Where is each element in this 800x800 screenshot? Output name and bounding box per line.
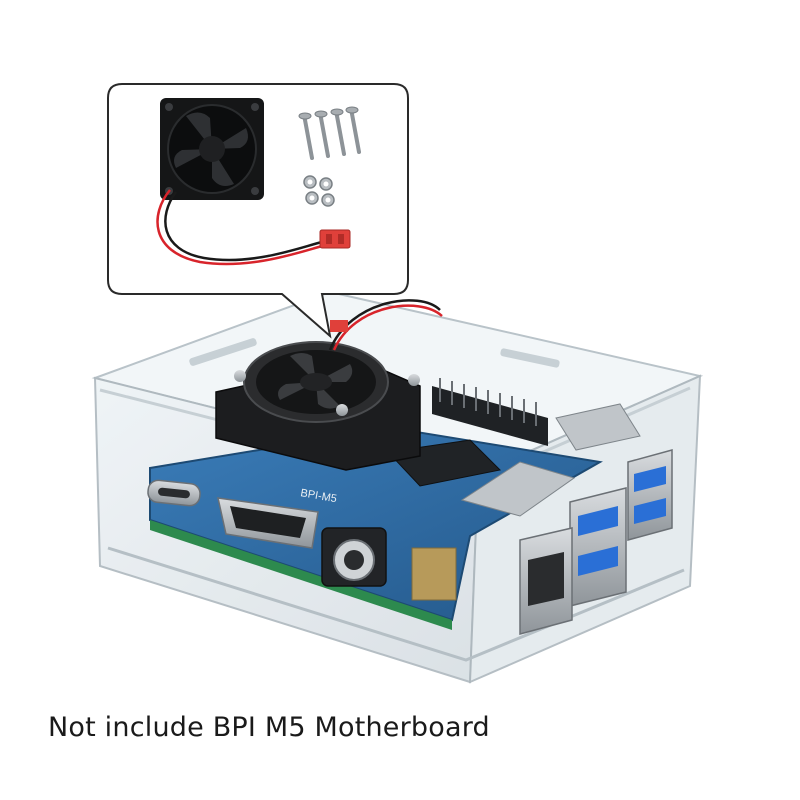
usb-c-port bbox=[147, 479, 201, 507]
jst-connector bbox=[319, 229, 351, 249]
pcb-board: BPI-M5 bbox=[149, 378, 603, 630]
nuts-icon bbox=[303, 175, 335, 207]
fan-icon bbox=[156, 98, 351, 266]
caption-text: Not include BPI M5 Motherboard bbox=[48, 712, 490, 743]
front-ports bbox=[147, 479, 457, 601]
right-ports bbox=[460, 403, 673, 635]
gold-connector bbox=[411, 547, 457, 601]
gpio-header bbox=[432, 378, 548, 446]
screws-icon bbox=[298, 106, 361, 160]
mounted-fan bbox=[215, 299, 443, 471]
usb-stack-1 bbox=[569, 487, 627, 607]
usb-stack-2 bbox=[627, 449, 673, 541]
hdmi-port bbox=[217, 497, 319, 549]
barrel-jack bbox=[321, 527, 387, 587]
ethernet-port bbox=[519, 527, 573, 635]
